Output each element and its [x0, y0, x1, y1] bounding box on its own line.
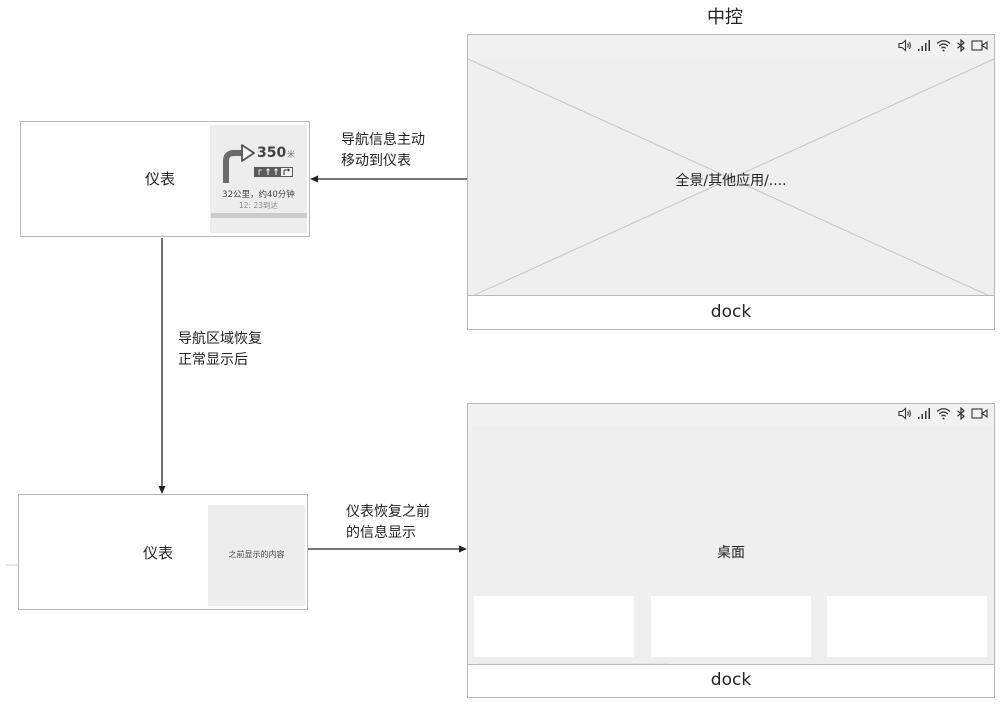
speaker-icon: [898, 407, 911, 420]
label-cluster-down: 导航区域恢复 正常显示后: [178, 329, 262, 371]
label-console-to-cluster: 导航信息主动 移动到仪表: [341, 130, 425, 172]
navigation-panel: 350 米 32公里，约40分钟 12: 23到达: [210, 125, 307, 233]
trip-summary: 32公里，约40分钟: [222, 190, 295, 200]
label-cluster-to-console: 仪表恢复之前 的信息显示: [346, 502, 430, 544]
console-main-area: 全景/其他应用/....: [468, 59, 994, 298]
camera-icon: [971, 40, 988, 51]
status-icons: [898, 39, 988, 52]
route-progress-bar: [211, 213, 307, 218]
signal-icon: [918, 40, 930, 51]
desktop-card: [651, 596, 811, 657]
wifi-icon: [936, 40, 951, 52]
distance-unit: 米: [287, 150, 295, 159]
console-title: 中控: [707, 7, 743, 28]
status-bar: [468, 35, 994, 60]
status-icons: [898, 407, 988, 420]
label-line: 正常显示后: [178, 352, 248, 368]
arrow-cluster-down: [158, 238, 166, 494]
label-line: 移动到仪表: [341, 153, 411, 169]
dock-bar: dock: [468, 664, 994, 697]
console-screen-top: 全景/其他应用/.... dock: [467, 34, 995, 330]
camera-icon: [971, 408, 988, 419]
desktop-label: 桌面: [717, 545, 745, 561]
console-screen-bottom: 桌面 dock: [467, 403, 995, 698]
cluster-bottom: 仪表 之前显示的内容: [18, 494, 308, 610]
desktop-card: [474, 596, 634, 657]
turn-right-arrow-icon: [223, 144, 255, 183]
signal-icon: [918, 408, 930, 419]
previous-content-label: 之前显示的内容: [228, 550, 285, 559]
speaker-icon: [898, 39, 911, 52]
cluster-top: 仪表 350 米 32公里，约40分钟 12: 23到达: [20, 121, 310, 237]
placeholder-cross: [468, 59, 994, 298]
label-line: 导航信息主动: [341, 132, 425, 148]
dock-label: dock: [710, 670, 752, 690]
status-bar: [468, 404, 994, 426]
console-main-label: 全景/其他应用/....: [675, 173, 787, 189]
label-line: 导航区域恢复: [178, 331, 262, 347]
eta-text: 12: 23到达: [239, 201, 278, 210]
label-line: 仪表恢复之前: [346, 504, 430, 520]
arrow-cluster-to-console: [308, 545, 467, 553]
desktop-card: [827, 596, 987, 657]
arrow-console-to-cluster: [310, 175, 467, 183]
cluster-label: 仪表: [143, 544, 174, 562]
cluster-label: 仪表: [145, 170, 176, 188]
desktop-area: 桌面: [468, 426, 994, 666]
lane-guidance-icon: [254, 167, 293, 177]
dock-bar: dock: [468, 295, 994, 329]
wifi-icon: [936, 408, 951, 420]
label-line: 的信息显示: [346, 525, 416, 541]
bluetooth-icon: [957, 407, 965, 420]
turn-distance: 350: [257, 145, 287, 161]
dock-label: dock: [710, 302, 752, 322]
bluetooth-icon: [957, 39, 965, 52]
previous-content-panel: 之前显示的内容: [208, 505, 305, 606]
